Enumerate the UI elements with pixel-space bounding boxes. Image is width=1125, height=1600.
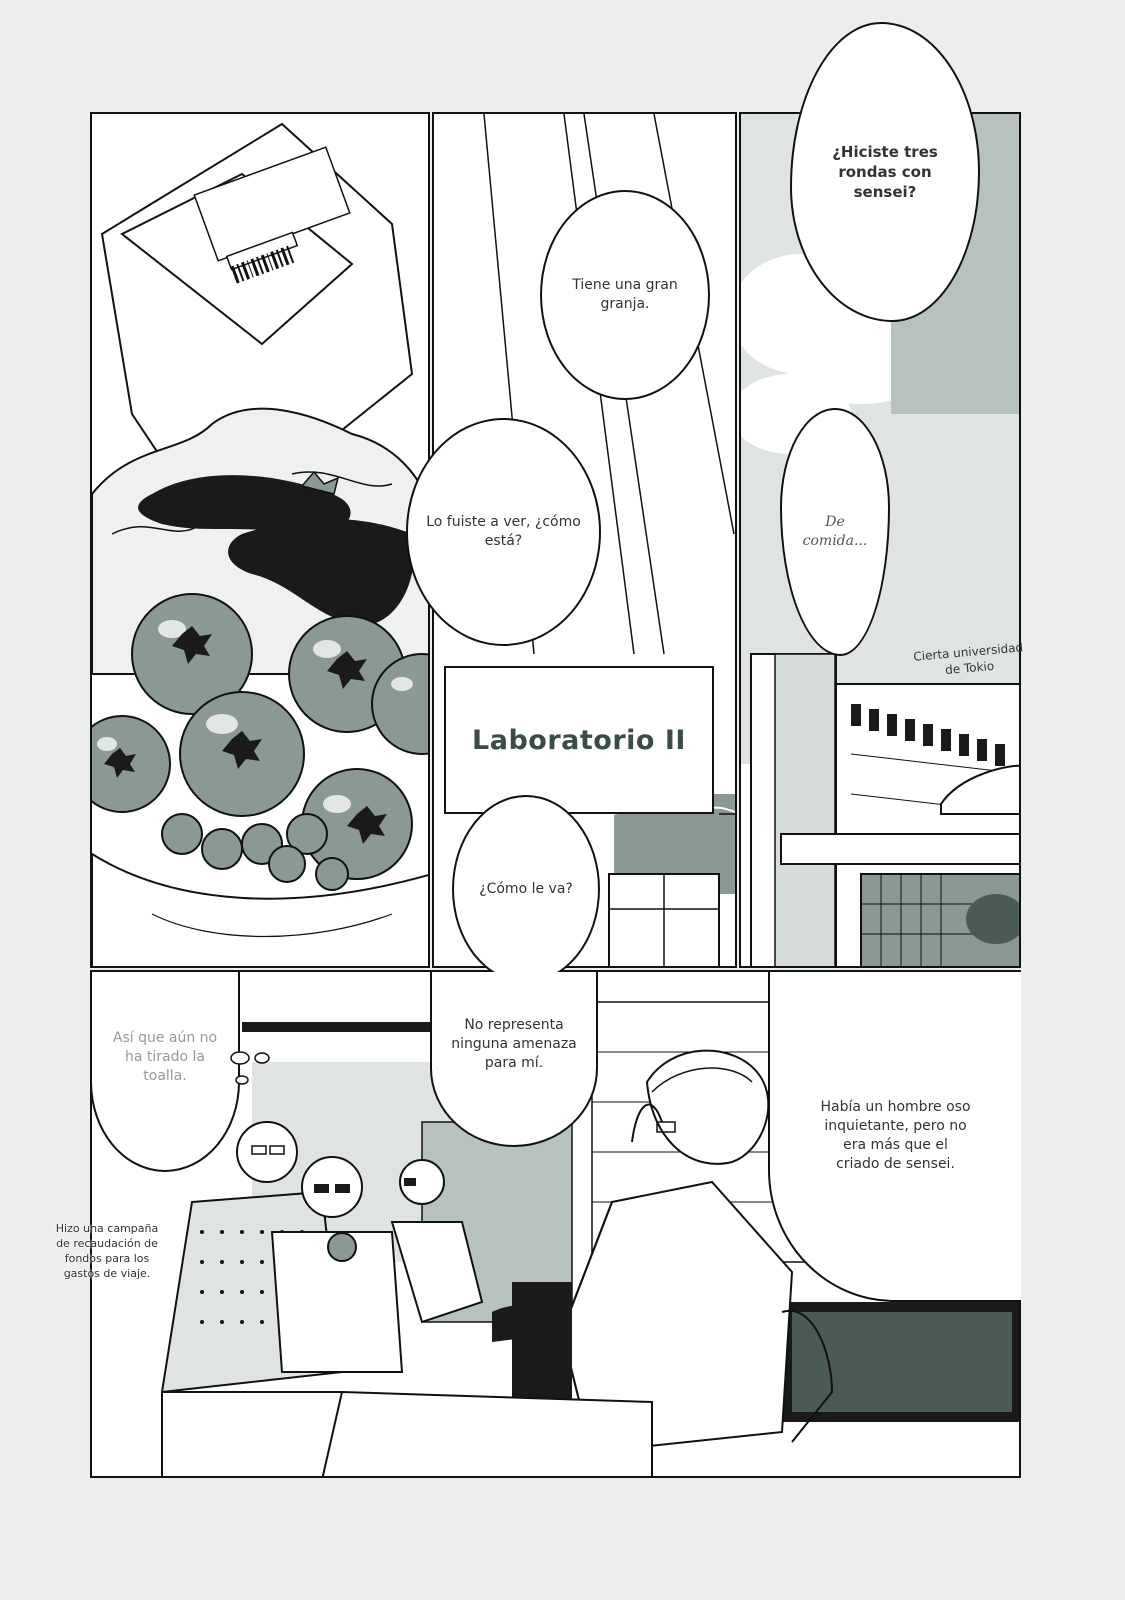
speech-text-went-to-see: Lo fuiste a ver, ¿cómo está? <box>426 514 581 549</box>
speech-text-big-farm: Tiene una gran granja. <box>572 277 678 312</box>
speech-text-no-threat: No representa ninguna amenaza para mí. <box>451 1017 577 1071</box>
thought-text-not-given-up: Así que aún no ha tirado la toalla. <box>112 1030 218 1085</box>
thought-text-food: De comida... <box>802 514 868 549</box>
speech-text-how-is-he: ¿Cómo le va? <box>479 880 573 897</box>
thought-bubble-food: De comida... <box>780 408 890 656</box>
lab-room-illustration <box>160 1001 1019 1476</box>
speech-bubble-three-rounds: ¿Hiciste tres rondas con sensei? <box>790 22 980 322</box>
thought-dots-icon <box>230 1051 270 1085</box>
speech-bubble-went-to-see: Lo fuiste a ver, ¿cómo está? <box>406 418 601 646</box>
speech-bubble-bear-man: Había un hombre oso inquietante, pero no… <box>768 972 1021 1302</box>
panel-vegetables <box>90 112 430 968</box>
laboratory-sign: Laboratorio II <box>444 666 714 814</box>
speech-text-bear-man: Había un hombre oso inquietante, pero no… <box>820 1099 971 1172</box>
speech-bubble-big-farm: Tiene una gran granja. <box>540 190 710 400</box>
vegetables-illustration <box>92 122 428 966</box>
speech-text-three-rounds: ¿Hiciste tres rondas con sensei? <box>832 142 938 202</box>
thought-dots <box>228 1050 288 1090</box>
laboratory-sign-label: Laboratorio II <box>472 724 686 756</box>
speech-bubble-no-threat: No representa ninguna amenaza para mí. <box>430 972 598 1147</box>
speech-bubble-how-is-he: ¿Cómo le va? <box>452 795 600 983</box>
thought-bubble-not-given-up: Así que aún no ha tirado la toalla. <box>90 972 240 1172</box>
caption-fundraising: Hizo una campaña de recaudación de fondo… <box>55 1222 159 1280</box>
